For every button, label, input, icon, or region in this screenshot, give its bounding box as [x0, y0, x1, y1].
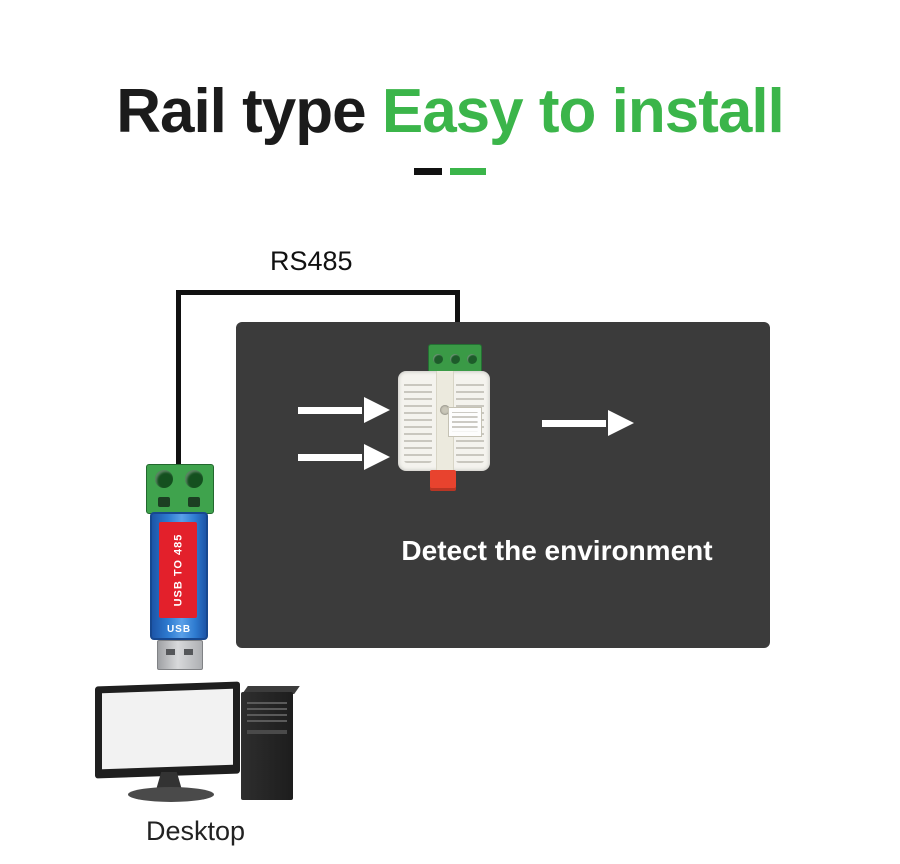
terminal-screw-icon — [467, 354, 478, 364]
sensor-vents-left — [404, 379, 432, 463]
environment-panel — [236, 322, 770, 648]
converter-terminal-block — [146, 464, 214, 514]
monitor-stand-base — [128, 787, 214, 802]
terminal-wire-hole — [188, 497, 200, 507]
panel-caption: Detect the environment — [401, 535, 713, 566]
sensor-spec-label — [448, 407, 482, 437]
terminal-screw-icon — [185, 470, 203, 488]
tower-drive-slot — [247, 730, 287, 734]
tower-vents — [247, 700, 287, 722]
cable-vertical-left — [176, 290, 181, 470]
converter-sticker: USB TO 485 — [159, 522, 197, 618]
monitor — [95, 681, 240, 779]
arrow-right-icon — [298, 444, 390, 470]
rs485-label: RS485 — [270, 246, 353, 276]
sensor-terminal-block — [428, 344, 482, 374]
arrow-right-icon — [542, 410, 634, 436]
usb-plug — [157, 640, 203, 670]
divider-green-segment — [450, 168, 486, 175]
cable-vertical-right — [455, 290, 460, 328]
terminal-screw-icon — [155, 470, 173, 488]
cable-horizontal — [176, 290, 460, 295]
usb-pinhole — [166, 649, 175, 655]
desktop-label: Desktop — [146, 816, 246, 846]
usb-pinhole — [184, 649, 193, 655]
monitor-stand-neck — [156, 772, 182, 790]
converter-usb-label: USB — [166, 624, 192, 635]
converter-body: USB TO 485 USB — [150, 512, 208, 640]
title-green-part: Easy to install — [365, 77, 785, 146]
terminal-wire-hole — [158, 497, 170, 507]
converter-sticker-text: USB TO 485 — [172, 533, 184, 607]
title-black-part: Rail type — [116, 77, 366, 146]
computer-tower — [241, 692, 293, 800]
title-divider — [414, 168, 486, 175]
monitor-screen — [102, 688, 233, 770]
terminal-screw-icon — [449, 354, 460, 364]
sensor-module-body — [398, 371, 490, 471]
sensor-screw-icon — [440, 405, 450, 415]
terminal-screw-icon — [432, 354, 443, 364]
page-title: Rail type Easy to install — [0, 77, 900, 146]
sensor-rail-clip — [430, 470, 456, 491]
divider-black-segment — [414, 168, 442, 175]
arrow-right-icon — [298, 397, 390, 423]
